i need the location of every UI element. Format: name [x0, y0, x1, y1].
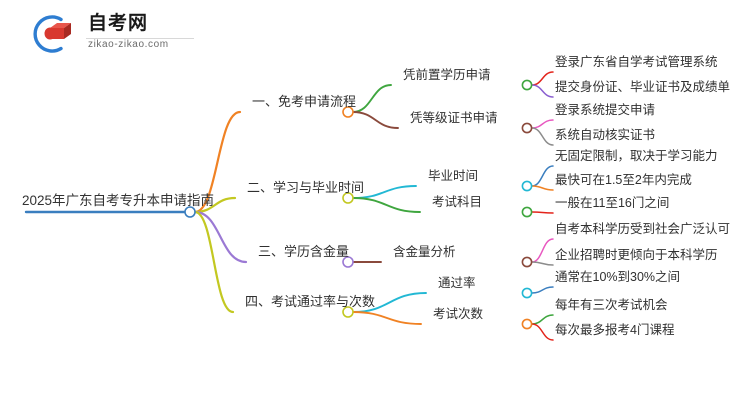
mindmap-node-dot[interactable]	[521, 180, 533, 192]
mindmap-node-dot[interactable]	[342, 306, 354, 318]
mindmap-edge	[531, 261, 554, 266]
mindmap-branch-label-1[interactable]: 一、免考申请流程	[252, 94, 357, 109]
mindmap-leaf-label[interactable]: 每次最多报考4门课程	[555, 323, 675, 337]
logo-divider	[86, 38, 194, 39]
mindmap-node-dot[interactable]	[342, 192, 354, 204]
mindmap-edge	[531, 323, 554, 341]
mindmap-edge	[193, 210, 248, 264]
mindmap-subnode-label[interactable]: 毕业时间	[428, 169, 479, 183]
mindmap-subnode-label[interactable]: 含金量分析	[393, 245, 456, 259]
mindmap-leaf-label[interactable]: 一般在11至16门之间	[555, 196, 670, 210]
mindmap-leaf-label[interactable]: 通常在10%到30%之间	[555, 270, 681, 284]
mindmap-edge	[531, 165, 554, 187]
mindmap-edge	[531, 71, 554, 86]
mindmap-leaf-label[interactable]: 无固定限制，取决于学习能力	[555, 149, 718, 163]
mindmap-edge	[352, 311, 422, 325]
mindmap-edge	[531, 119, 554, 129]
mindmap-edge	[531, 127, 554, 146]
mindmap-leaf-label[interactable]: 企业招聘时更倾向于本科学历	[555, 248, 718, 262]
mindmap-node-dot[interactable]	[521, 206, 533, 218]
mindmap-node-dot[interactable]	[521, 79, 533, 91]
mindmap-node-dot[interactable]	[521, 122, 533, 134]
mindmap-subnode-label[interactable]: 通过率	[438, 276, 476, 290]
mindmap-node-dot[interactable]	[521, 256, 533, 268]
site-logo: 自考网 zikao-zikao.com	[28, 8, 198, 58]
mindmap-edge	[531, 314, 554, 325]
mindmap-branch-label-3[interactable]: 三、学历含金量	[258, 244, 350, 259]
mindmap-subnode-label[interactable]: 凭前置学历申请	[403, 68, 491, 82]
mindmap-subnode-label[interactable]: 考试科目	[432, 195, 483, 209]
mindmap-node-dot[interactable]	[342, 106, 354, 118]
mindmap-edge	[352, 84, 392, 113]
mindmap-root-label[interactable]: 2025年广东自考专升本申请指南	[22, 193, 215, 208]
mindmap-edge	[531, 286, 554, 294]
logo-url: zikao-zikao.com	[88, 39, 169, 50]
mindmap-leaf-label[interactable]: 登录系统提交申请	[555, 103, 656, 117]
mindmap-branch-label-2[interactable]: 二、学习与毕业时间	[247, 180, 365, 195]
mindmap-leaf-label[interactable]: 系统自动核实证书	[555, 128, 656, 142]
logo-name-cn: 自考网	[88, 13, 149, 34]
mindmap-subnode-label[interactable]: 考试次数	[433, 307, 484, 321]
mindmap-node-dot[interactable]	[184, 206, 196, 218]
logo-mark-icon	[33, 15, 71, 53]
mindmap-leaf-label[interactable]: 提交身份证、毕业证书及成绩单	[555, 80, 731, 94]
mindmap-edge	[531, 84, 554, 98]
mindmap-subnode-label[interactable]: 凭等级证书申请	[410, 111, 498, 125]
mindmap-leaf-label[interactable]: 最快可在1.5至2年内完成	[555, 173, 692, 187]
mindmap-node-dot[interactable]	[521, 287, 533, 299]
mindmap-edges	[24, 71, 554, 341]
mindmap-edge	[531, 211, 554, 214]
mindmap-node-dot[interactable]	[521, 318, 533, 330]
mindmap-node-dots	[184, 79, 533, 330]
mindmap-node-dot[interactable]	[342, 256, 354, 268]
mindmap-branch-label-4[interactable]: 四、考试通过率与次数	[245, 294, 376, 309]
mindmap-edge	[352, 111, 399, 129]
mindmap-leaf-label[interactable]: 登录广东省自学考试管理系统	[555, 55, 718, 69]
mindmap-edge	[531, 185, 554, 191]
mindmap-leaf-label[interactable]: 自考本科学历受到社会广泛认可	[555, 222, 731, 236]
mindmap-edge	[352, 197, 421, 213]
mindmap-edge	[193, 110, 242, 214]
mindmap-leaf-label[interactable]: 每年有三次考试机会	[555, 298, 668, 312]
mindmap-edge	[531, 238, 554, 263]
mindmap-edge	[193, 210, 235, 314]
